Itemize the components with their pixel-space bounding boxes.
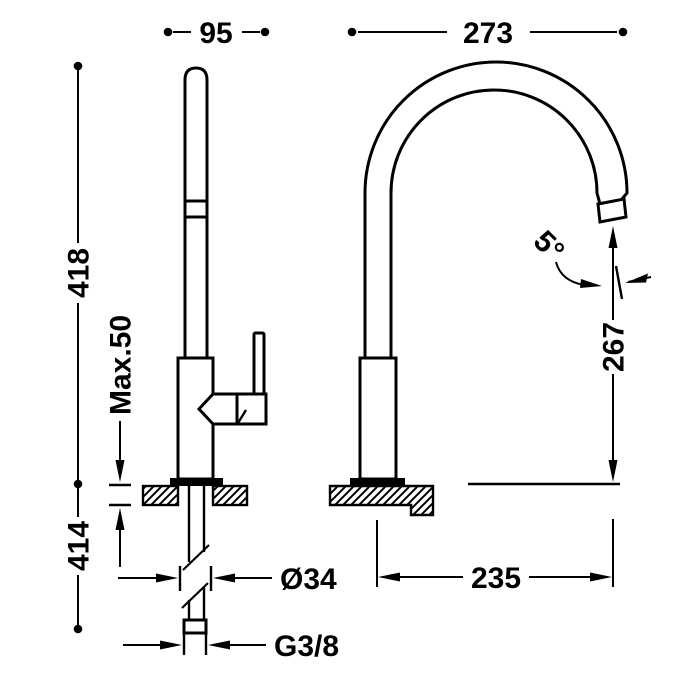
dim-endpoint-dot	[73, 624, 83, 634]
break-line	[182, 544, 210, 571]
side-spout-inner	[389, 88, 602, 359]
dim-side-width-label: 273	[463, 17, 513, 50]
arrowhead-right	[590, 572, 612, 582]
front-view: 95 418	[63, 17, 340, 663]
counter-section-left	[141, 484, 180, 507]
dim-spout-reach-label: 235	[471, 562, 521, 595]
break-line	[181, 582, 209, 609]
dim-shank-diameter: Ø34	[118, 563, 337, 596]
arrowhead-up	[608, 226, 618, 248]
arrowhead-left	[625, 273, 648, 283]
dim-endpoint-dot	[618, 27, 628, 37]
front-handle-notch	[236, 409, 248, 424]
dim-below-deck-length: 414	[63, 488, 96, 634]
arrowhead-left	[213, 573, 235, 583]
supply-hose	[181, 486, 210, 620]
angle-leader-arc	[555, 261, 585, 286]
arrowhead-right	[580, 279, 602, 288]
dim-endpoint-dot	[163, 27, 173, 37]
dim-endpoint-dot	[73, 61, 83, 71]
angle-tick	[614, 265, 624, 300]
dim-outlet-height-label: 267	[598, 322, 631, 372]
dim-endpoint-dot	[73, 479, 83, 489]
front-base-flange	[170, 478, 223, 486]
dim-shank-diameter-label: Ø34	[280, 563, 337, 596]
side-base-flange	[350, 478, 405, 486]
arrowhead-right	[156, 573, 178, 583]
arrowhead-left	[208, 640, 230, 650]
arrowhead-down	[115, 460, 125, 482]
g38-fitting	[182, 618, 208, 635]
dim-endpoint-dot	[260, 27, 270, 37]
side-spout-outer	[363, 60, 629, 359]
dim-below-deck-length-label: 414	[63, 521, 96, 571]
side-body	[358, 356, 398, 481]
front-spout-tube	[183, 66, 209, 359]
side-spout-nozzle	[596, 197, 628, 224]
dim-side-width: 273	[347, 17, 628, 50]
dim-connection-thread-label: G3/8	[274, 630, 339, 663]
dim-connection-thread: G3/8	[123, 630, 339, 663]
dim-max-deck-thickness-label: Max.50	[105, 315, 138, 415]
dim-front-width-label: 95	[199, 17, 232, 50]
counter-section-side	[328, 484, 435, 517]
front-handle-lever	[252, 331, 266, 398]
arrowhead-up	[115, 508, 125, 530]
arrowhead-right	[160, 640, 182, 650]
dim-height-above-deck-label: 418	[63, 248, 96, 298]
arrowhead-left	[378, 572, 400, 582]
dim-outlet-height: 267	[598, 226, 631, 482]
dim-front-width: 95	[163, 17, 270, 50]
dim-endpoint-dot	[347, 27, 357, 37]
dim-height-above-deck: 418	[63, 61, 96, 489]
dim-max-deck-thickness: Max.50	[105, 315, 138, 567]
dim-spout-reach: 235	[376, 519, 614, 595]
arrowhead-down	[608, 460, 618, 482]
front-handle-block	[235, 392, 268, 426]
counter-section-right	[211, 484, 249, 507]
